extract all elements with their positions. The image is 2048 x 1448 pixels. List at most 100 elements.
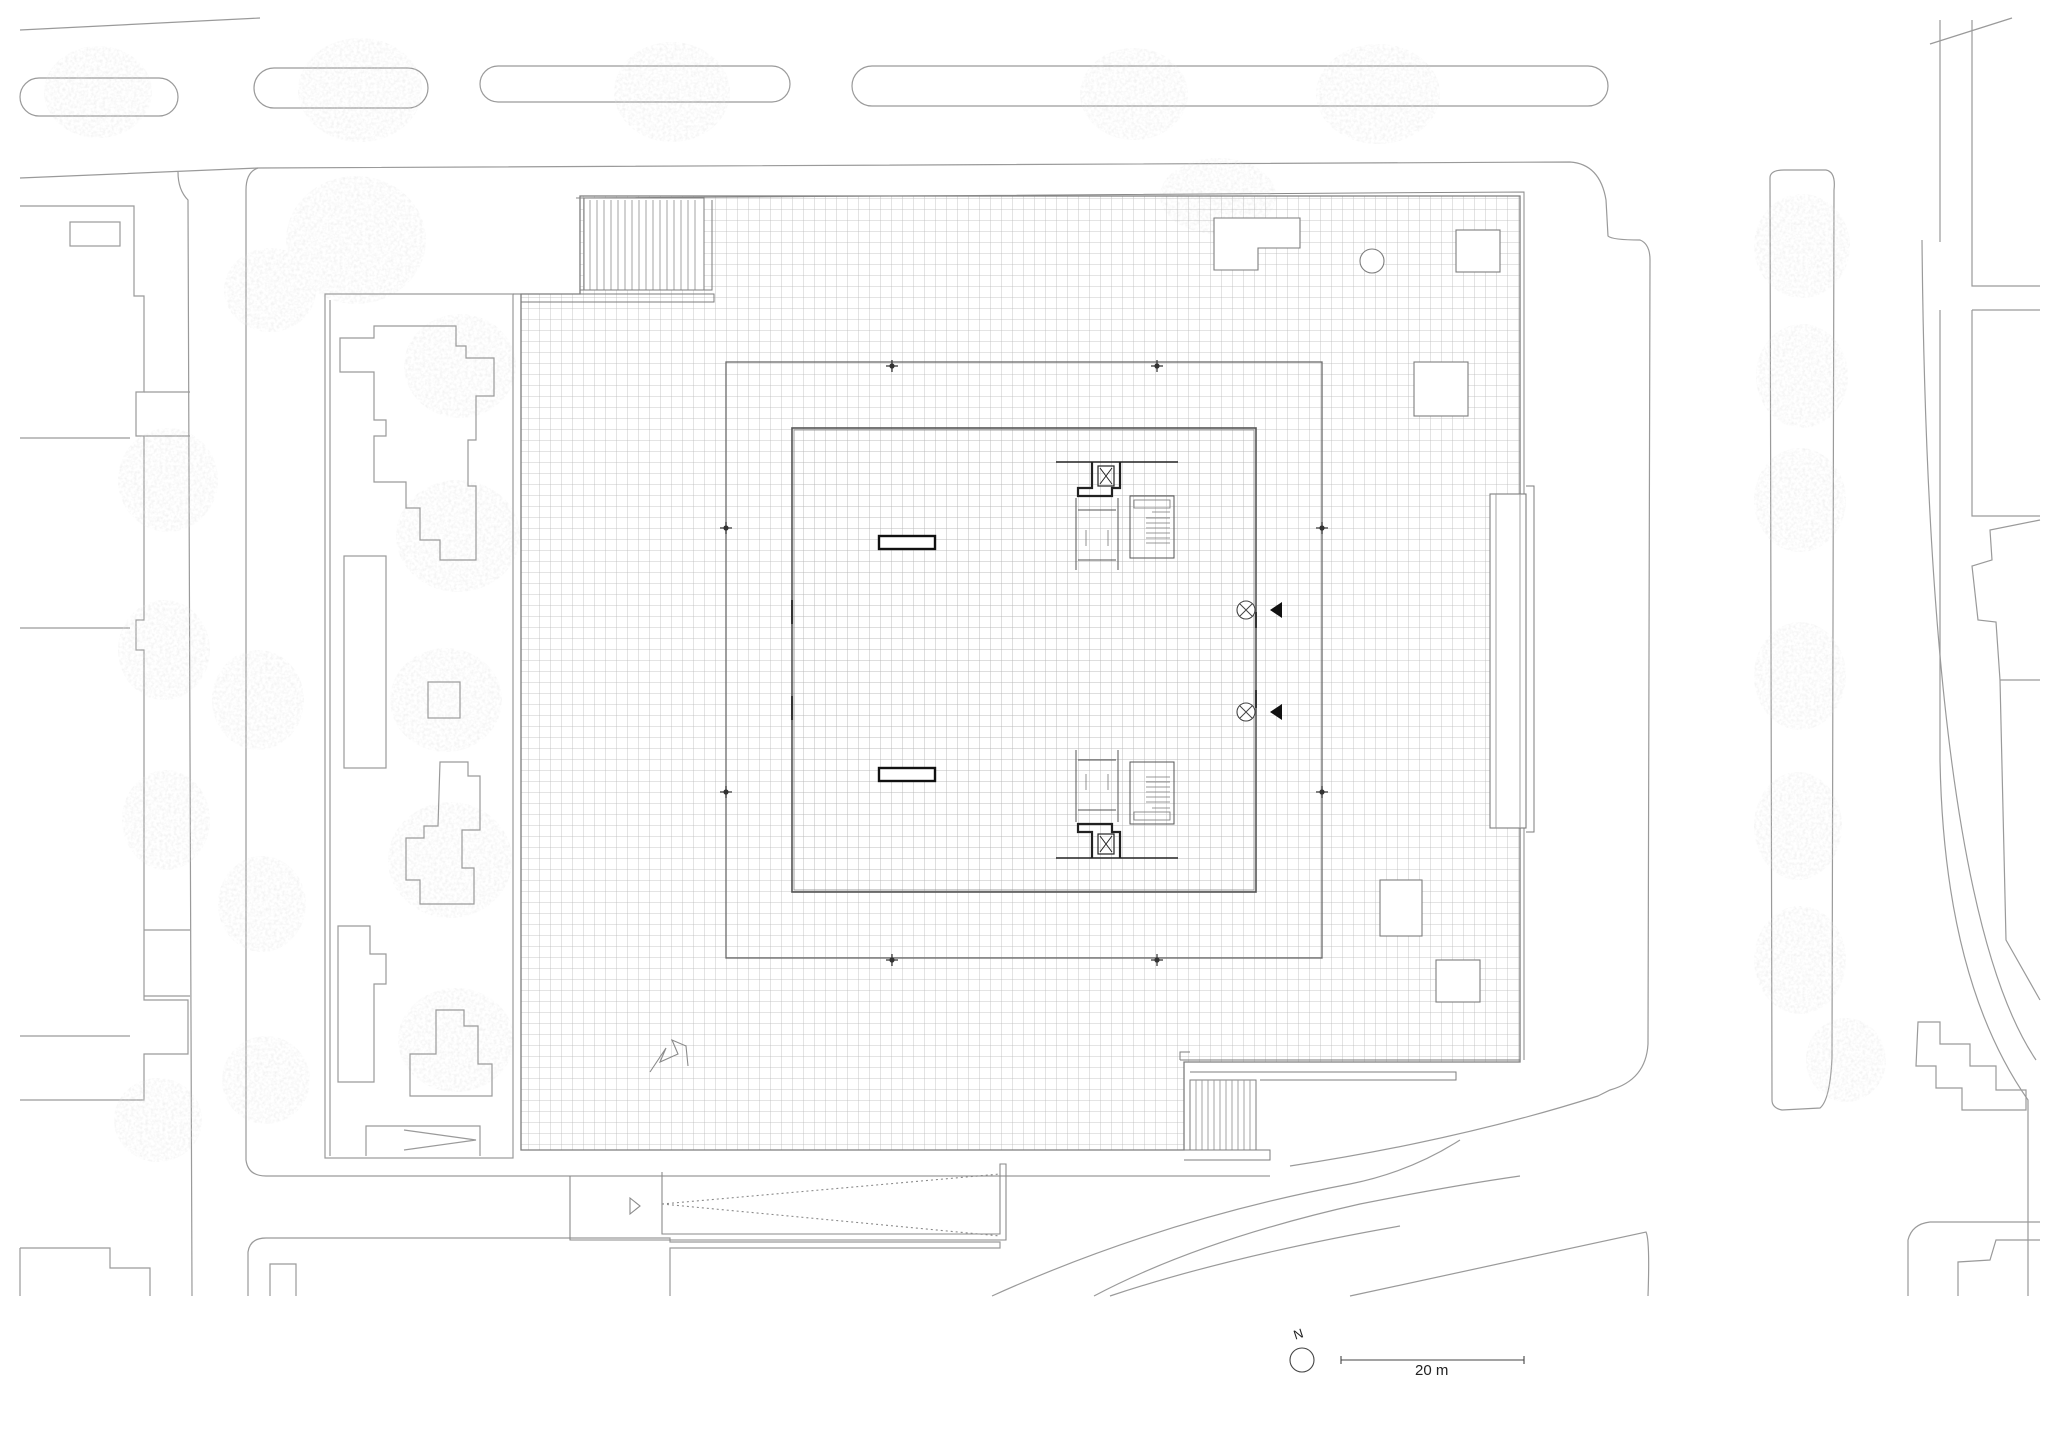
south-edge (1184, 1149, 1271, 1161)
south-diagonal-2 (1093, 1175, 1521, 1297)
skylight-east-1 (1413, 361, 1469, 417)
south-core (1056, 750, 1178, 859)
surroundings (19, 17, 2041, 1297)
tree (222, 1036, 310, 1124)
skylight-east-2 (1379, 879, 1423, 937)
south-diagonal-3 (1109, 1225, 1401, 1297)
south-stair-treads (1195, 1080, 1251, 1150)
stair-north-treads (1146, 511, 1170, 544)
hedge-block-3 (405, 761, 481, 905)
south-terrace-edge (1179, 1048, 1521, 1081)
column (720, 522, 732, 534)
stair-south-treads (1146, 776, 1170, 809)
hedge-block-1 (339, 325, 495, 561)
north-stair-treads (589, 200, 696, 290)
east-building-lines (1971, 20, 2040, 517)
tree (1080, 48, 1188, 140)
site-block-outline (19, 161, 1651, 1167)
tree (286, 176, 426, 304)
core-wall (1076, 822, 1122, 858)
tree (388, 802, 512, 918)
tree (1316, 44, 1440, 144)
tree (118, 428, 218, 532)
column (1316, 522, 1328, 534)
hedge-block-5 (409, 1009, 493, 1097)
west-garden (324, 293, 514, 1159)
columns (720, 360, 1328, 966)
building-enclosure-inner (793, 429, 1255, 891)
tree (212, 650, 304, 750)
site-block-west (245, 167, 1270, 1177)
core-side-line (1085, 774, 1109, 790)
podium-west-step (513, 293, 715, 303)
east-ramp-lines (1495, 494, 1521, 828)
south-ramp (569, 1163, 1007, 1241)
north-core (1056, 461, 1178, 570)
column (1151, 954, 1163, 966)
building (720, 360, 1328, 966)
stair-north-landing (1133, 499, 1171, 509)
interior-wall-north (877, 534, 937, 551)
elevator-south-x (1099, 835, 1113, 853)
tree (1754, 448, 1846, 552)
tree (122, 770, 210, 870)
core-side-line (1085, 530, 1109, 546)
south-ramp-outline (569, 1163, 1007, 1241)
tree (218, 856, 306, 952)
tree (390, 648, 502, 752)
south-diagonal-1 (991, 1139, 1461, 1297)
sculpture-mark (649, 1038, 689, 1073)
facade-marks (791, 600, 1257, 720)
median-island-4 (851, 65, 1609, 107)
core-side (1075, 498, 1119, 570)
north-arrow-circle-icon (1289, 1347, 1315, 1373)
hedge-block-2 (427, 681, 461, 719)
column (886, 360, 898, 372)
tree (1754, 622, 1846, 730)
garden-ramp (365, 1125, 481, 1156)
skylight-east-3 (1435, 959, 1481, 1003)
tree (1806, 1018, 1886, 1102)
south-ramp-arrow-lines (661, 1173, 1001, 1237)
trees (44, 38, 1886, 1162)
column (1151, 360, 1163, 372)
tree (1754, 194, 1850, 298)
elevator-north-x (1099, 467, 1113, 485)
top-curb (19, 17, 261, 31)
tree (1754, 772, 1842, 880)
south-block (247, 1237, 1001, 1296)
roof-overhang (725, 361, 1323, 959)
round-skylight (1359, 248, 1385, 274)
entrance-arrow-icon (1270, 602, 1282, 618)
tree (396, 480, 520, 592)
south-block-inner (269, 1263, 297, 1296)
stair-north (1129, 495, 1175, 559)
tree (298, 38, 422, 142)
stair-south-landing (1133, 811, 1171, 821)
south-stair (1189, 1079, 1257, 1151)
west-lower (19, 1247, 151, 1296)
tree (614, 42, 730, 142)
east-ramp-rail (1526, 485, 1535, 833)
entrance-arrow-icon (1270, 704, 1282, 720)
east-lower-block (1907, 1221, 2040, 1296)
entrance-south (1236, 702, 1282, 722)
north-arrow-label: N (1292, 1325, 1306, 1342)
garden-pool (343, 555, 387, 769)
core-wall (1076, 462, 1122, 498)
interior-wall-south (877, 766, 937, 783)
tree (224, 248, 316, 332)
north-arrow: N (1289, 1325, 1315, 1373)
tree (404, 314, 516, 418)
scale-bar-label: 20 m (1415, 1362, 1448, 1379)
column (1316, 786, 1328, 798)
east-building-right (1971, 519, 2041, 1001)
column (886, 954, 898, 966)
tree (1754, 906, 1846, 1014)
west-building-notch (69, 221, 121, 247)
building-enclosure (791, 427, 1257, 893)
elevator-north (1097, 465, 1115, 487)
column (720, 786, 732, 798)
south-diagonal-4 (1349, 1231, 1650, 1297)
